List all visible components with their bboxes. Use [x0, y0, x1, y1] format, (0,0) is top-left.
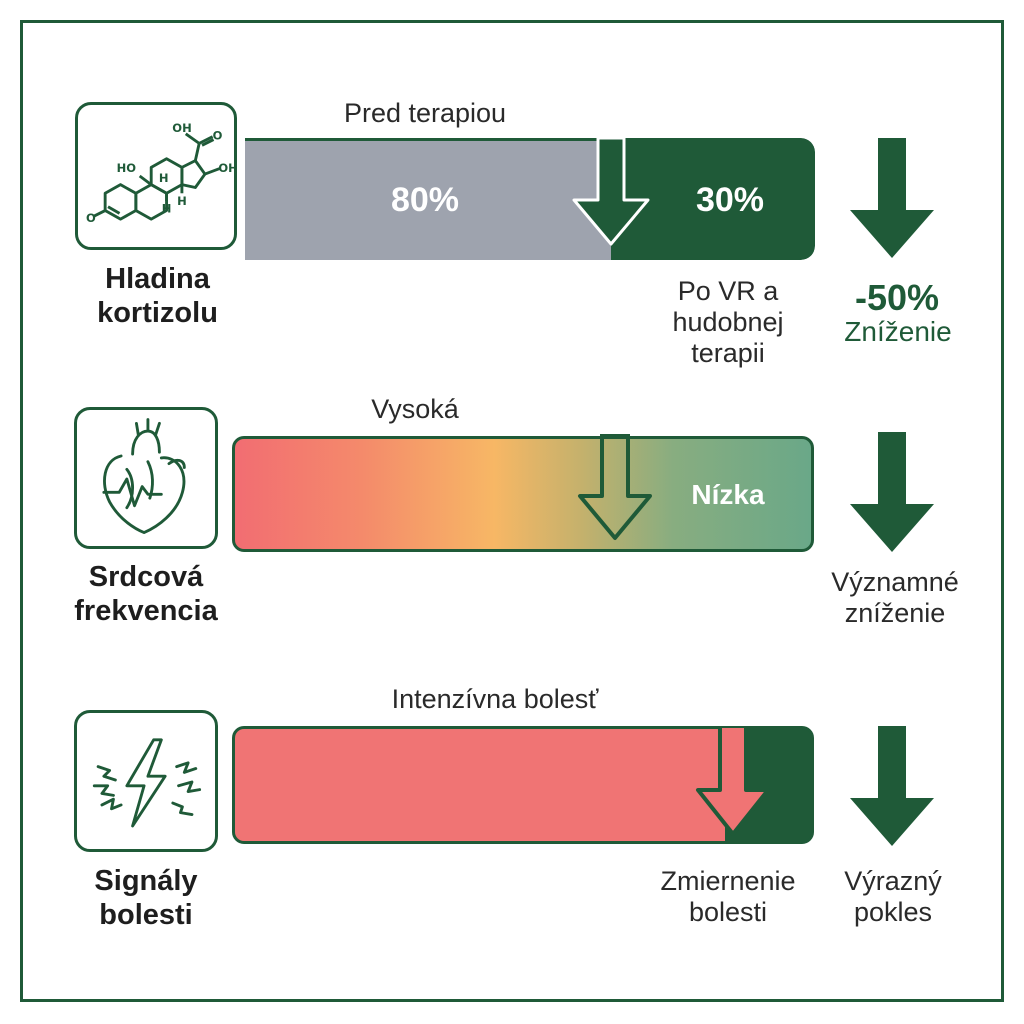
heart-bar	[232, 436, 814, 552]
heart-before-label: Vysoká	[371, 394, 459, 424]
cortisol-change-caption: Zníženie	[844, 316, 952, 347]
lightning-pain-icon	[92, 738, 202, 828]
pain-icon-box	[74, 710, 218, 852]
cortisol-before-segment	[245, 138, 611, 260]
cortisol-after-caption: Po VR a hudobnej terapii	[672, 276, 784, 368]
cortisol-molecule-icon: OH O OH HO O H H H	[86, 121, 234, 225]
pain-transition-arrow	[696, 726, 770, 836]
pain-label: Signály bolesti	[94, 865, 198, 931]
cortisol-label: Hladina kortizolu	[97, 263, 218, 329]
svg-text:O: O	[213, 129, 223, 143]
svg-text:HO: HO	[117, 161, 137, 175]
cortisol-top-edge	[245, 138, 607, 141]
heart-transition-arrow	[578, 434, 652, 540]
heart-decrease-arrow	[850, 432, 934, 552]
heart-icon-box	[74, 407, 218, 549]
cortisol-after-value: 30%	[695, 181, 765, 219]
infographic-frame	[20, 20, 1004, 1002]
svg-text:H: H	[177, 194, 187, 208]
pain-before-segment	[235, 729, 725, 841]
pain-after-caption: Zmiernenie bolesti	[660, 866, 796, 927]
svg-text:OH: OH	[172, 121, 191, 135]
cortisol-transition-arrow	[572, 138, 650, 246]
pain-before-label: Intenzívna bolesť	[391, 684, 599, 714]
svg-text:H: H	[159, 171, 169, 185]
pain-bar	[232, 726, 814, 844]
cortisol-decrease-arrow	[850, 138, 934, 258]
svg-text:H: H	[162, 201, 172, 215]
cortisol-icon-box: OH O OH HO O H H H	[75, 102, 237, 250]
heart-change-caption: Významné zníženie	[831, 567, 959, 628]
cortisol-before-label: Pred terapiou	[343, 98, 507, 128]
heart-label: Srdcová frekvencia	[74, 561, 218, 627]
cortisol-change-value: -50%	[854, 277, 940, 318]
svg-text:OH: OH	[218, 161, 234, 175]
heart-after-value: Nízka	[691, 479, 765, 510]
svg-text:O: O	[86, 211, 96, 225]
pain-decrease-arrow	[850, 726, 934, 846]
pain-change-caption: Výrazný pokles	[844, 866, 942, 927]
heart-pulse-icon	[102, 418, 186, 535]
cortisol-before-value: 80%	[390, 181, 460, 219]
